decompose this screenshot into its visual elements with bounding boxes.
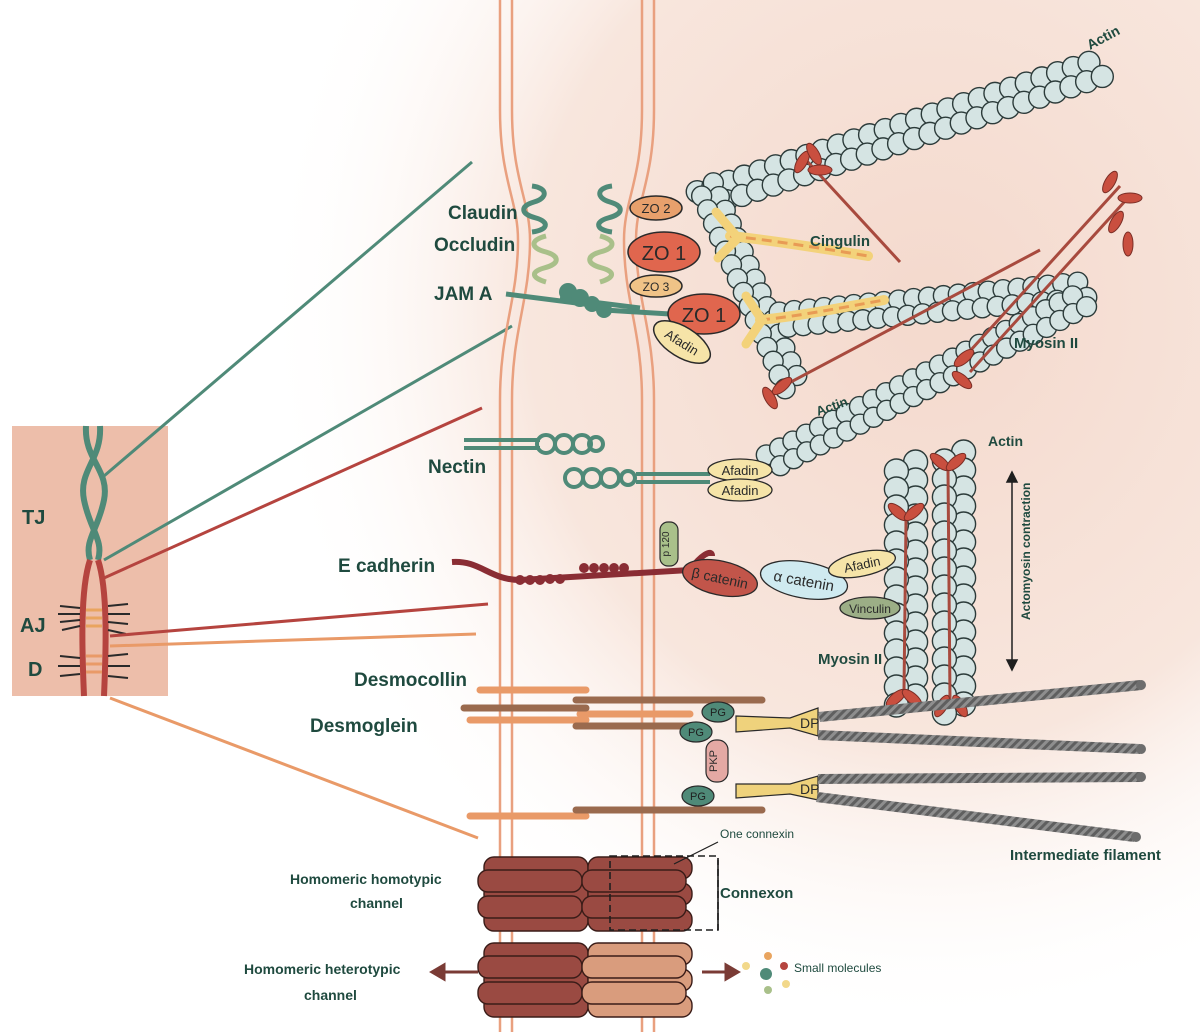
myosin-tj (771, 158, 1128, 394)
zo1-upper: ZO 1 (627, 231, 701, 273)
actin-monomer (1075, 295, 1098, 318)
small-molecules-label: Small molecules (794, 961, 881, 975)
aj-label: AJ (20, 615, 46, 637)
zo1-lower: ZO 1 (667, 293, 741, 335)
connexin-subunit (477, 895, 583, 919)
connexon-label: Connexon (720, 885, 793, 902)
actin-monomer (1090, 64, 1115, 89)
myosin-heads-tj (762, 142, 1143, 410)
actin-right-label: Actin (988, 433, 1023, 449)
connexin-subunit (581, 869, 687, 893)
myosin-bottom-label: Myosin II (818, 651, 882, 668)
connexon-homotypic (477, 856, 693, 932)
actomyosin-arrow (1005, 470, 1019, 672)
myosin-top-label: Myosin II (1014, 335, 1078, 352)
jam-a (505, 283, 671, 318)
afadin-nectin-2: Afadin (707, 478, 773, 502)
zo1-upper-label: ZO 1 (642, 243, 686, 265)
beta-catenin: β catenin (682, 558, 758, 598)
jam-a-label: JAM A (434, 284, 493, 305)
pg-2-label: PG (688, 727, 704, 739)
desmosome-cadherins (460, 686, 766, 820)
dp-lower: DP (735, 775, 819, 801)
homotypic-label-line2: channel (350, 895, 403, 911)
homotypic-label-line1: Homomeric homotypic (290, 871, 442, 887)
p120: p 120 (659, 521, 679, 567)
connexin-subunit (477, 869, 583, 893)
vinculin-label: Vinculin (849, 602, 891, 616)
afadin-nectin-1-label: Afadin (722, 463, 759, 478)
dp-upper-label: DP (800, 715, 819, 731)
pg-3-label: PG (690, 791, 706, 803)
dp-lower-label: DP (800, 781, 819, 797)
actin-filament-lower (755, 285, 1098, 477)
pg-2: PG (679, 721, 713, 743)
p120-label: p 120 (661, 531, 672, 556)
zo2: ZO 2 (629, 195, 683, 221)
zo3: ZO 3 (629, 274, 683, 298)
zo1-lower-label: ZO 1 (682, 305, 726, 327)
d-label: D (28, 659, 42, 681)
claudin (521, 183, 623, 235)
pg-3: PG (681, 785, 715, 807)
flow-arrows (429, 962, 741, 982)
actomyosin-label: Actomyosin contraction (1019, 483, 1033, 620)
cingulin (711, 207, 889, 349)
small-molecules (742, 952, 790, 994)
zo2-label: ZO 2 (642, 201, 671, 216)
connexin-subunit (581, 895, 687, 919)
e-cadherin-label: E cadherin (338, 556, 435, 577)
pg-1: PG (701, 701, 735, 723)
zo3-label: ZO 3 (643, 280, 670, 294)
desmoglein-label: Desmoglein (310, 716, 418, 737)
heterotypic-label-line1: Homomeric heterotypic (244, 961, 401, 977)
one-connexin-pointer (673, 841, 719, 865)
heterotypic-label-line2: channel (304, 987, 357, 1003)
plakophilin: PKP (705, 739, 729, 783)
afadin-aj: Afadin (827, 549, 897, 579)
occludin (531, 233, 615, 285)
cell-membranes (498, 0, 656, 1032)
tj-label: TJ (22, 507, 45, 529)
afadin-aj-label: Afadin (843, 553, 882, 575)
pkp-label: PKP (708, 750, 720, 772)
nectin-label: Nectin (428, 457, 486, 478)
cingulin-label: Cingulin (810, 233, 870, 250)
nectin (464, 433, 710, 489)
vinculin: Vinculin (839, 596, 901, 620)
connexon-heterotypic (477, 942, 693, 1018)
pg-1-label: PG (710, 707, 726, 719)
afadin-nectin-2-label: Afadin (722, 483, 759, 498)
intermediate-filaments (816, 680, 1146, 842)
one-connexin-label: One connexin (720, 827, 794, 841)
alpha-catenin: α catenin (759, 560, 849, 600)
connexin-subunit (581, 981, 687, 1005)
desmocollin-label: Desmocollin (354, 670, 467, 691)
connexin-subunit (477, 955, 583, 979)
connexin-subunit (477, 981, 583, 1005)
claudin-label: Claudin (448, 203, 518, 224)
e-cadherin (451, 549, 715, 585)
afadin-nectin-1: Afadin (707, 458, 773, 482)
connexin-subunit (581, 955, 687, 979)
intermediate-filament-label: Intermediate filament (1010, 847, 1161, 864)
connector-lines (103, 160, 513, 840)
occludin-label: Occludin (434, 235, 515, 256)
background-wash (240, 0, 1200, 1032)
